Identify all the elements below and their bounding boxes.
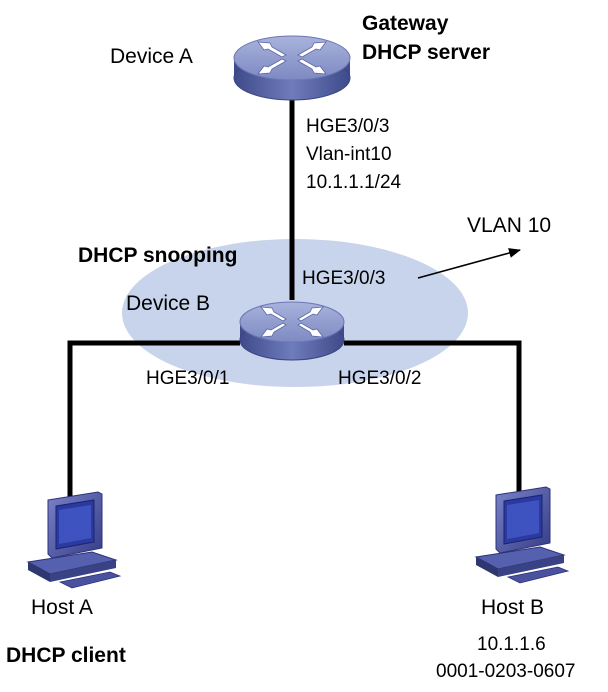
link-deviceB-hostB — [344, 340, 522, 495]
device-b-role: DHCP snooping — [78, 244, 238, 267]
host-b-name: Host B — [481, 596, 545, 619]
host-a-role: DHCP client — [6, 644, 126, 667]
host-a-name: Host A — [31, 596, 93, 619]
device-a-ip: 10.1.1.1/24 — [306, 172, 402, 193]
host-b-ip: 10.1.1.6 — [477, 634, 546, 655]
device-b-switch-icon[interactable] — [239, 301, 345, 361]
device-b-uplink-port: HGE3/0/3 — [302, 268, 386, 289]
device-b-port-left: HGE3/0/1 — [146, 368, 230, 389]
device-a-vlan-interface: Vlan-int10 — [306, 144, 392, 165]
device-b-name: Device B — [126, 292, 211, 315]
device-a-port: HGE3/0/3 — [306, 116, 390, 137]
device-a-router-icon[interactable] — [233, 35, 351, 101]
vlan-label: VLAN 10 — [467, 214, 552, 237]
device-a-role-dhcp-server: DHCP server — [362, 41, 491, 64]
host-b-computer-icon[interactable] — [474, 486, 570, 584]
vlan-arrow — [417, 248, 521, 279]
device-a-role-gateway: Gateway — [362, 12, 449, 35]
link-deviceB-hostA — [67, 340, 240, 500]
host-b-mac: 0001-0203-0607 — [436, 661, 576, 682]
host-a-computer-icon[interactable] — [26, 491, 122, 589]
device-a-name: Device A — [110, 45, 193, 68]
device-b-port-right: HGE3/0/2 — [338, 368, 422, 389]
